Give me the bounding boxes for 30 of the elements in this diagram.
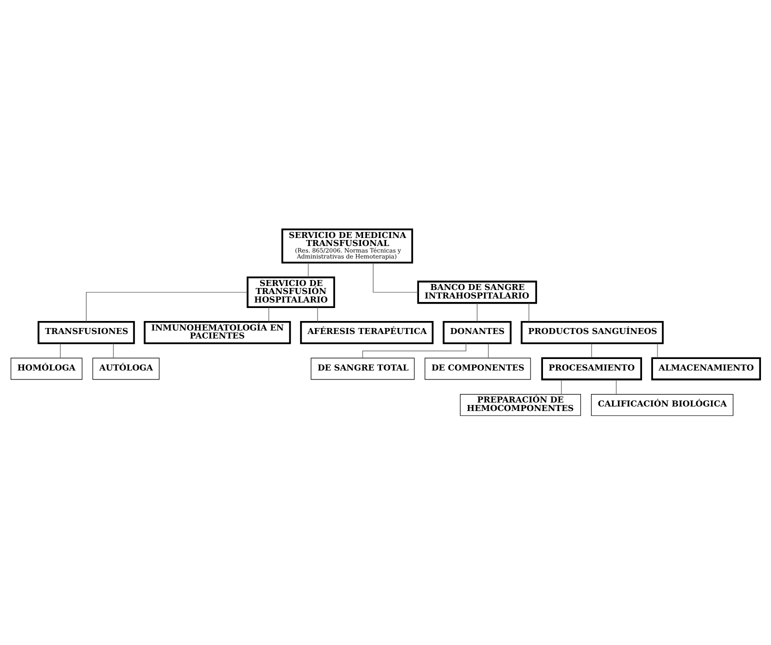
node-box: DE COMPONENTES [424,358,531,380]
node-box: CALIFICACIÓN BIOLÓGICA [591,394,734,416]
node-box: PROCESAMIENTO [541,357,642,380]
connector [561,379,562,394]
node-box: PRODUCTOS SANGUÍNEOS [520,321,664,344]
node-box: DONANTES [442,321,512,344]
connector [488,343,489,358]
node-box: AFÉRESIS TERAPÉUTICA [300,321,434,344]
node-box: HOMÓLOGA [10,358,82,380]
connector [476,302,478,322]
node-box: TRANSFUSIONES [38,321,135,344]
node-box: SERVICIO DE TRANSFUSIÓN HOSPITALARIO [246,276,336,308]
connector [317,306,318,322]
node-box: PREPARACIÓN DE HEMOCOMPONENTES [460,394,581,416]
connector [113,343,114,358]
connector [60,343,61,358]
connector [657,343,658,358]
connector [591,343,592,358]
node-box: AUTÓLOGA [92,358,160,380]
node-box: INMUNOHEMATOLOGÍA EN PACIENTES [144,321,291,344]
connector [268,306,270,322]
connector [86,292,248,322]
node-box: BANCO DE SANGRE INTRAHOSPITALARIO [417,280,538,304]
connector [616,379,617,394]
connector [362,342,466,358]
node-box: ALMACENAMIENTO [651,357,761,380]
node-box: DE SANGRE TOTAL [310,358,415,380]
connector [308,262,309,278]
connector [372,262,418,293]
connector [528,302,530,322]
